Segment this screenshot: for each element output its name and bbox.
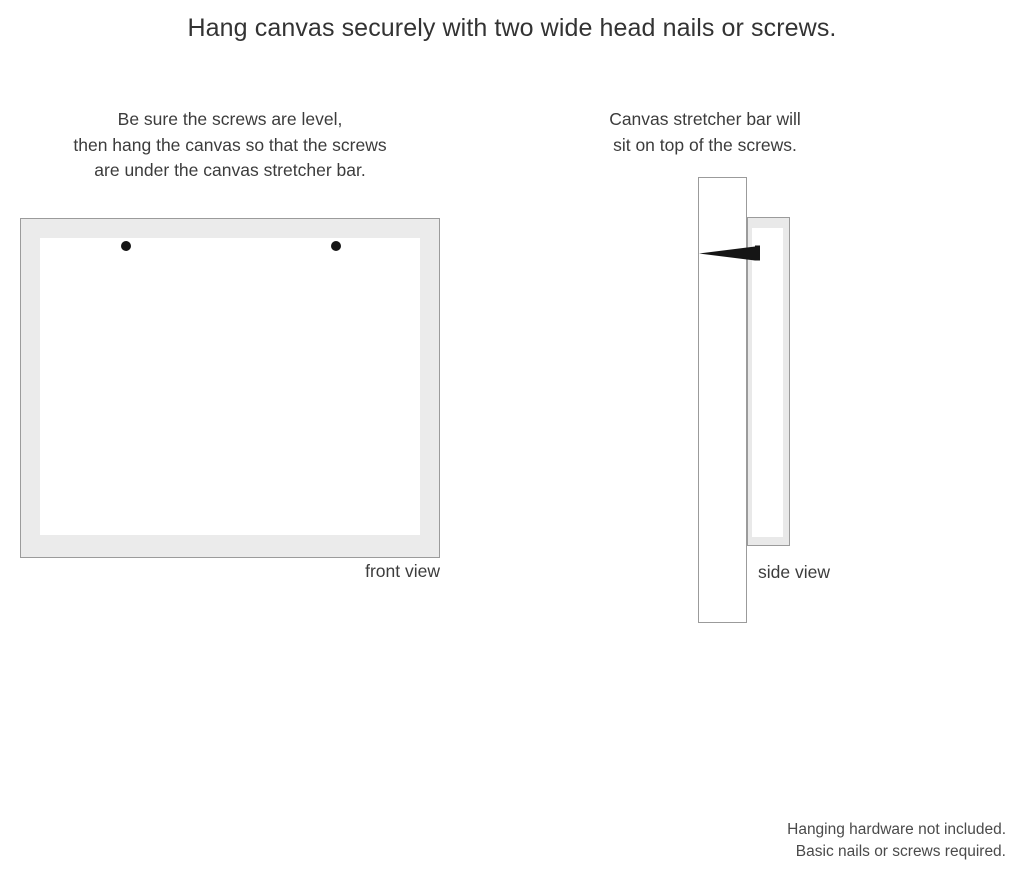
side-view-label: side view [758,562,830,582]
front-view-label: front view [365,561,440,581]
footer-line-1: Hanging hardware not included. [787,821,1006,838]
front-view-caption: Be sure the screws are level, then hang … [20,107,440,184]
side-view-caption: Canvas stretcher bar will sit on top of … [580,107,830,158]
front-caption-line-3: are under the canvas stretcher bar. [94,160,366,180]
front-caption-line-2: then hang the canvas so that the screws [73,134,387,155]
canvas-side-profile [747,217,790,546]
canvas-front-view-diagram [20,218,440,558]
screw-head-right-icon [331,241,341,251]
footer-line-2: Basic nails or screws required. [795,843,1006,860]
front-caption-line-1: Be sure the screws are level, [117,109,343,129]
screw-head-left-icon [121,241,131,251]
screw-side-icon [699,245,760,261]
side-caption-line-1: Canvas stretcher bar will [609,109,801,129]
footer-disclaimer: Hanging hardware not included. Basic nai… [787,819,1006,863]
page-title: Hang canvas securely with two wide head … [187,14,837,42]
stretcher-bar-depth [752,228,783,537]
canvas-face-area [40,238,420,535]
side-caption-line-2: sit on top of the screws. [613,134,797,155]
